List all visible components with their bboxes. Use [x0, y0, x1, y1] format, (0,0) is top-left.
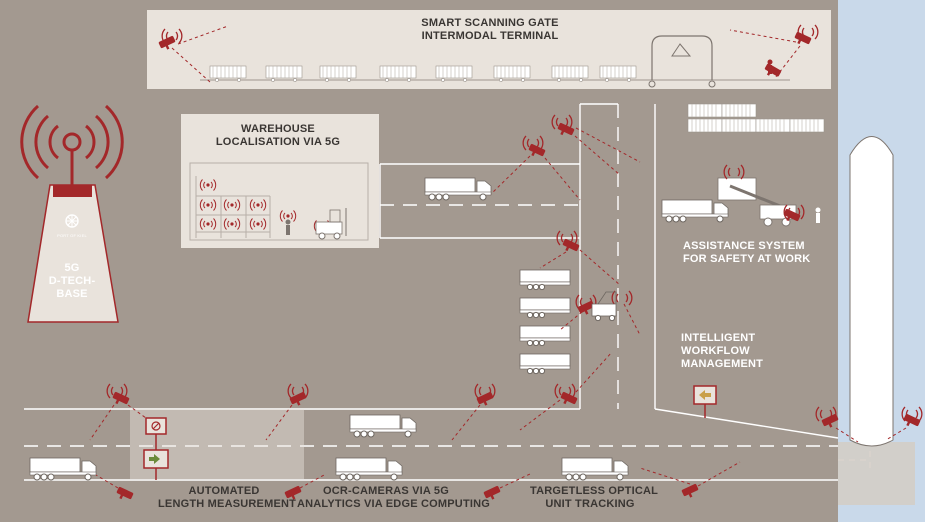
tower-label-line3: BASE: [56, 288, 88, 300]
workflow-label-line1: INTELLIGENT: [681, 332, 756, 344]
assistance-label: ASSISTANCE SYSTEM FOR SAFETY AT WORK: [683, 240, 810, 266]
container-icon: [687, 103, 723, 118]
length-measurement-label: AUTOMATED LENGTH MEASUREMENT: [158, 485, 297, 511]
camera-icon: [681, 483, 701, 500]
quay-area: [838, 442, 915, 505]
truck-icon: [349, 414, 417, 438]
intermodal-terminal-panel: [147, 10, 831, 89]
container-icon: [721, 103, 757, 118]
container-icon: [687, 118, 723, 133]
scanning-gate-label-line1: SMART SCANNING GATE: [421, 17, 559, 29]
container-icon: [721, 118, 757, 133]
tower-logo-text: PORT OF KIEL: [57, 233, 87, 238]
truck-icon: [424, 177, 492, 201]
trailer-icon: [519, 353, 571, 375]
container-stack-icon: [687, 103, 825, 133]
length-label-line1: AUTOMATED: [188, 485, 260, 497]
scanning-gate-icon: [648, 35, 716, 88]
tower-label-line1: 5G: [64, 262, 80, 274]
warehouse-hall: [189, 162, 369, 241]
truck-icon: [561, 457, 629, 481]
ocr-cameras-label: OCR-CAMERAS VIA 5G ANALYTICS VIA EDGE CO…: [297, 485, 491, 511]
reach-stacker-icon: [717, 177, 797, 227]
tower-label: 5G D-TECH- BASE: [42, 262, 102, 301]
person-icon: [285, 219, 291, 235]
forklift-icon: [315, 208, 347, 240]
warehouse-label-line1: WAREHOUSE: [241, 123, 315, 135]
truck-icon: [29, 457, 97, 481]
camera-icon: [476, 391, 496, 408]
person-icon: [815, 207, 821, 223]
traffic-sign-icon: [143, 417, 169, 480]
camera-icon: [114, 486, 134, 503]
workflow-label-line2: WORKFLOW: [681, 345, 750, 357]
workflow-label-line3: MANAGEMENT: [681, 358, 764, 370]
trailer-icon: [519, 269, 571, 291]
cell-tower-icon: [20, 104, 124, 323]
road-markings: [24, 103, 871, 481]
scanning-gate-label: SMART SCANNING GATE INTERMODAL TERMINAL: [390, 17, 590, 43]
truck-icon: [661, 199, 729, 223]
tracking-label-line2: UNIT TRACKING: [545, 498, 635, 510]
trailer-icon: [519, 325, 571, 347]
van-icon: [591, 291, 617, 322]
assistance-label-line1: ASSISTANCE SYSTEM: [683, 240, 805, 252]
container-icon: [789, 118, 825, 133]
ocr-label-line2: ANALYTICS VIA EDGE COMPUTING: [297, 498, 491, 510]
warehouse-label-line2: LOCALISATION VIA 5G: [215, 136, 341, 148]
workflow-label: INTELLIGENT WORKFLOW MANAGEMENT: [681, 332, 763, 371]
warehouse-label: WAREHOUSE LOCALISATION VIA 5G: [204, 123, 352, 149]
truck-icon: [335, 457, 403, 481]
ocr-label-line1: OCR-CAMERAS VIA 5G: [322, 485, 450, 497]
signal-waves-icon: [723, 164, 745, 180]
traffic-sign-icon: [693, 385, 717, 418]
container-icon: [755, 118, 791, 133]
assistance-label-line2: FOR SAFETY AT WORK: [683, 253, 811, 265]
signal-waves-icon: [611, 290, 633, 306]
trailer-icon: [519, 297, 571, 319]
length-label-line2: LENGTH MEASUREMENT: [158, 498, 297, 510]
unit-tracking-label: TARGETLESS OPTICAL UNIT TRACKING: [530, 485, 659, 511]
warehouse-shelves: [195, 176, 271, 238]
tower-label-line2: D-TECH-: [48, 275, 96, 287]
scanning-gate-label-line2: INTERMODAL TERMINAL: [421, 30, 559, 42]
ship-icon: [849, 136, 894, 447]
tracking-label-line1: TARGETLESS OPTICAL: [530, 485, 659, 497]
